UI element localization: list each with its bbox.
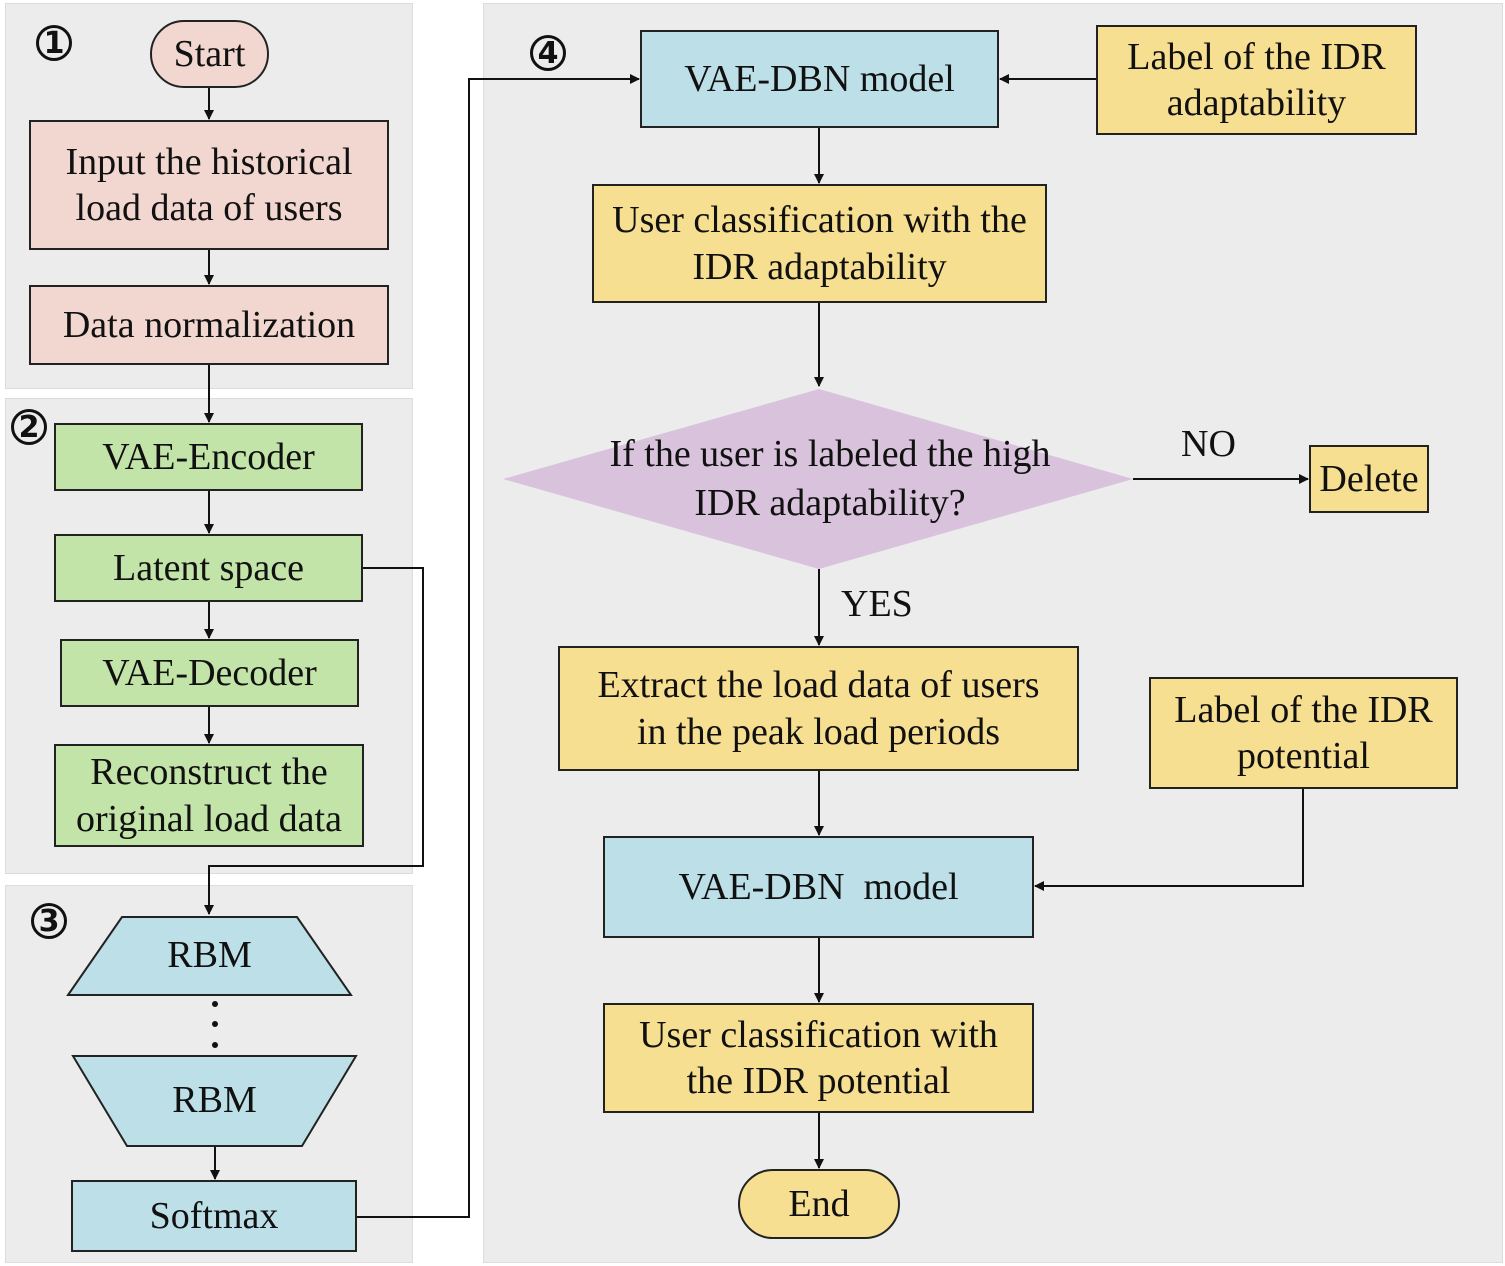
decision-diamond [503,389,1133,569]
classification-potential-node: User classification with the IDR potenti… [603,1003,1034,1113]
rbm-bottom-shape [71,1055,358,1147]
decoder-node: VAE-Decoder [60,639,359,707]
panel-1-number: 1 [36,25,72,61]
input-node: Input the historical load data of users [29,120,389,250]
decision-label: If the user is labeled the high IDR adap… [609,432,1051,524]
start-node: Start [150,20,269,88]
arrow-softmax-vae-dbn [357,74,640,1218]
label-potential-node: Label of the IDR potential [1149,677,1458,789]
vae-dbn-model-1: VAE-DBN model [640,30,999,128]
encoder-node: VAE-Encoder [54,423,363,491]
ellipsis-dots [212,1001,218,1048]
rbm-top-label: RBM [167,934,252,977]
panel-3-number: 3 [31,903,67,939]
reconstruct-node: Reconstruct the original load data [54,744,364,847]
no-label: NO [1181,423,1236,465]
softmax-node: Softmax [71,1180,357,1252]
panel-4-number: 4 [530,35,566,71]
delete-node: Delete [1309,445,1429,513]
classification-adaptability-node: User classification with the IDR adaptab… [592,184,1047,303]
extract-node: Extract the load data of users in the pe… [558,646,1079,771]
rbm-top-shape [66,916,353,996]
arrow-latent-rbm [204,567,424,915]
normalization-node: Data normalization [29,285,389,365]
label-adaptability-node: Label of the IDR adaptability [1096,25,1417,135]
rbm-bottom-label: RBM [172,1079,257,1122]
end-node: End [738,1169,900,1239]
latent-space-node: Latent space [54,534,363,602]
arrow-label-potential [1034,789,1304,891]
yes-label: YES [841,583,913,625]
vae-dbn-model-2: VAE-DBN model [603,836,1034,938]
panel-2-number: 2 [11,409,47,445]
